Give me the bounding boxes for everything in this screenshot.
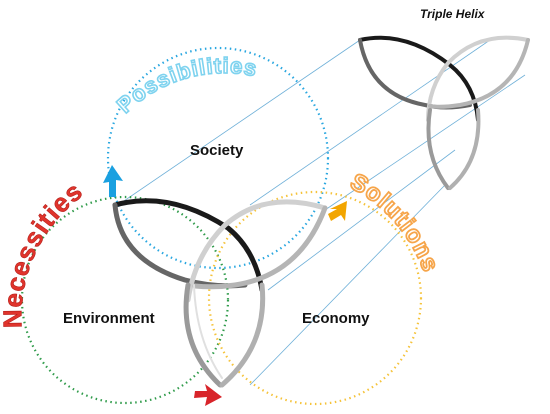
necessities-label: Necessities	[0, 175, 88, 328]
economy-label: Economy	[302, 310, 370, 327]
possibilities-label: Possibilities	[112, 53, 260, 118]
large-knot	[112, 198, 328, 388]
environment-cycle-circle	[20, 195, 230, 405]
small-knot	[358, 35, 530, 190]
society-cycle-circle	[106, 46, 330, 270]
economy-cycle-circle	[207, 190, 423, 406]
solutions-arrow-icon	[328, 201, 347, 221]
possibilities-arrow-icon	[103, 165, 123, 197]
environment-label: Environment	[63, 310, 155, 327]
necessities-arrow-icon	[194, 384, 222, 406]
diagram-title: Triple Helix	[420, 7, 486, 21]
solutions-label: Solutions	[346, 168, 444, 276]
society-label: Society	[190, 142, 244, 159]
